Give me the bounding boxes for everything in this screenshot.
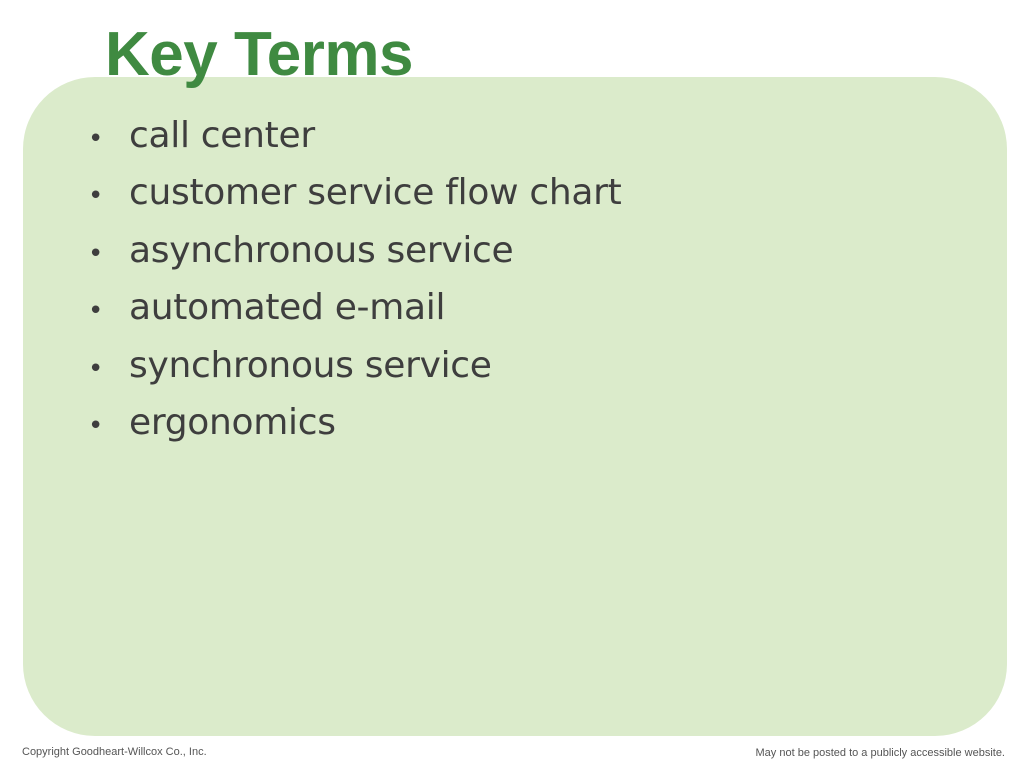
list-item: • synchronous service — [88, 345, 621, 402]
bullet-icon: • — [88, 410, 104, 441]
copyright-footer: Copyright Goodheart-Willcox Co., Inc. — [22, 746, 207, 758]
list-item: • asynchronous service — [88, 230, 621, 287]
bullet-icon: • — [88, 124, 104, 154]
slide-title: Key Terms — [105, 20, 413, 89]
posting-notice-footer: May not be posted to a publicly accessib… — [755, 747, 1005, 759]
content-panel: • call center • customer service flow ch… — [23, 77, 1007, 736]
term-text: customer service flow chart — [129, 172, 622, 214]
term-text: synchronous service — [129, 344, 492, 386]
bullet-icon: • — [88, 296, 104, 327]
term-text: call center — [129, 115, 315, 156]
key-terms-list: • call center • customer service flow ch… — [88, 115, 622, 459]
term-text: asynchronous service — [129, 229, 514, 271]
bullet-icon: • — [88, 353, 104, 384]
list-item: • ergonomics — [88, 402, 621, 459]
list-item: • call center — [88, 115, 621, 172]
term-text: automated e-mail — [129, 287, 446, 329]
bullet-icon: • — [88, 238, 104, 269]
list-item: • customer service flow chart — [88, 172, 622, 229]
list-item: • automated e-mail — [88, 287, 621, 344]
term-text: ergonomics — [129, 401, 336, 443]
bullet-icon: • — [88, 181, 104, 212]
